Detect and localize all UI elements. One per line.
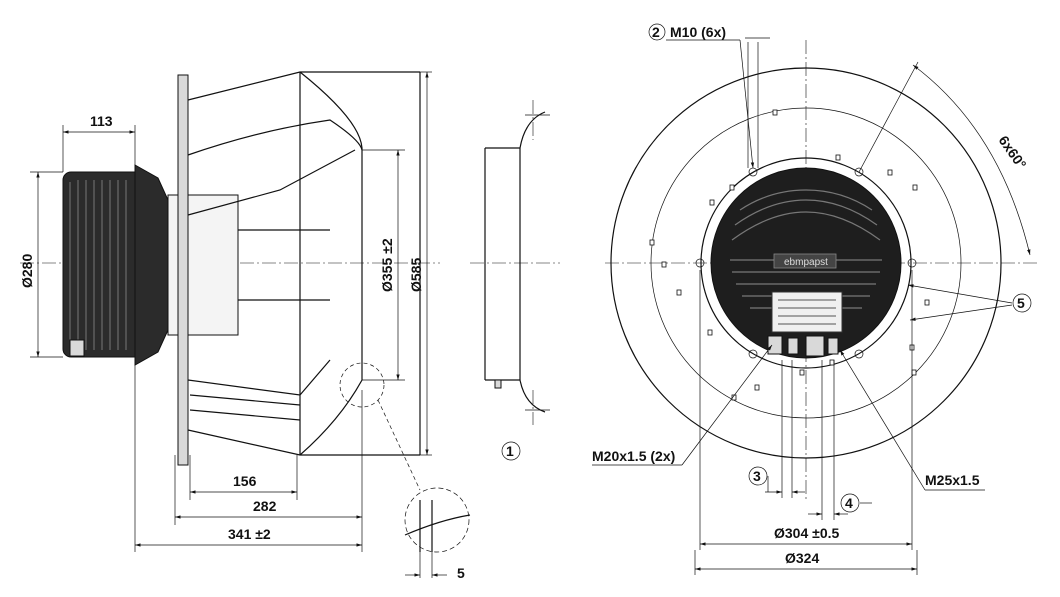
callout-2-m10: 2 M10 (6x) [648,23,770,169]
svg-text:4: 4 [845,495,853,511]
dim-156: 156 [189,455,298,500]
dim-585: Ø585 [408,71,432,456]
dim-585-label: Ø585 [408,258,424,292]
svg-text:5: 5 [1017,295,1025,311]
callout-m25: M25x1.5 [839,349,985,491]
thread-m25-label: M25x1.5 [925,472,980,488]
detail-marker [339,362,385,408]
side-view: 5 113 Ø280 Ø355 ±2 Ø585 [19,71,471,581]
dim-341-label: 341 ±2 [228,526,271,542]
svg-text:2: 2 [652,24,660,40]
dim-282: 282 [174,390,363,525]
dim-280: Ø280 [19,171,63,358]
svg-text:3: 3 [753,468,761,484]
angle-label: 6x60° [996,133,1030,172]
dim-324-label: Ø324 [785,550,819,566]
dim-355-label: Ø355 ±2 [379,238,395,292]
callout-4: 4 [808,360,872,520]
motor-rear-face: ebmpapst [710,167,902,359]
nameplate [771,291,843,333]
dim-341: 341 ±2 [134,365,363,552]
detail-view: 5 [404,487,471,581]
front-view: ebmpapst [592,23,1040,575]
dim-280-label: Ø280 [19,254,35,288]
callout-3: 3 [748,360,805,498]
dim-113-label: 113 [90,113,113,129]
dim-5-label: 5 [457,565,465,581]
inlet-ring-view: 1 [470,100,560,461]
motor-body [62,164,169,366]
callout-5: 5 [907,284,1032,321]
back-plate [177,74,189,466]
dim-282-label: 282 [253,498,277,514]
dim-113: 113 [62,113,136,172]
callout-m20: M20x1.5 (2x) [592,344,773,466]
thread-m10-label: M10 (6x) [670,24,726,40]
svg-text:1: 1 [506,443,514,459]
brand-logo: ebmpapst [784,257,828,268]
dim-355: Ø355 ±2 [362,149,405,381]
flange-circle [700,157,912,369]
thread-m20-label: M20x1.5 (2x) [592,448,675,464]
dim-324: Ø324 [694,550,918,575]
dim-156-label: 156 [233,473,257,489]
dim-304-label: Ø304 ±0.5 [774,525,840,541]
impeller-blades [187,71,421,456]
callout-1: 1 [501,441,521,461]
dim-304: Ø304 ±0.5 [699,270,913,550]
blade-circle [650,107,962,419]
outer-ring [610,67,1002,459]
